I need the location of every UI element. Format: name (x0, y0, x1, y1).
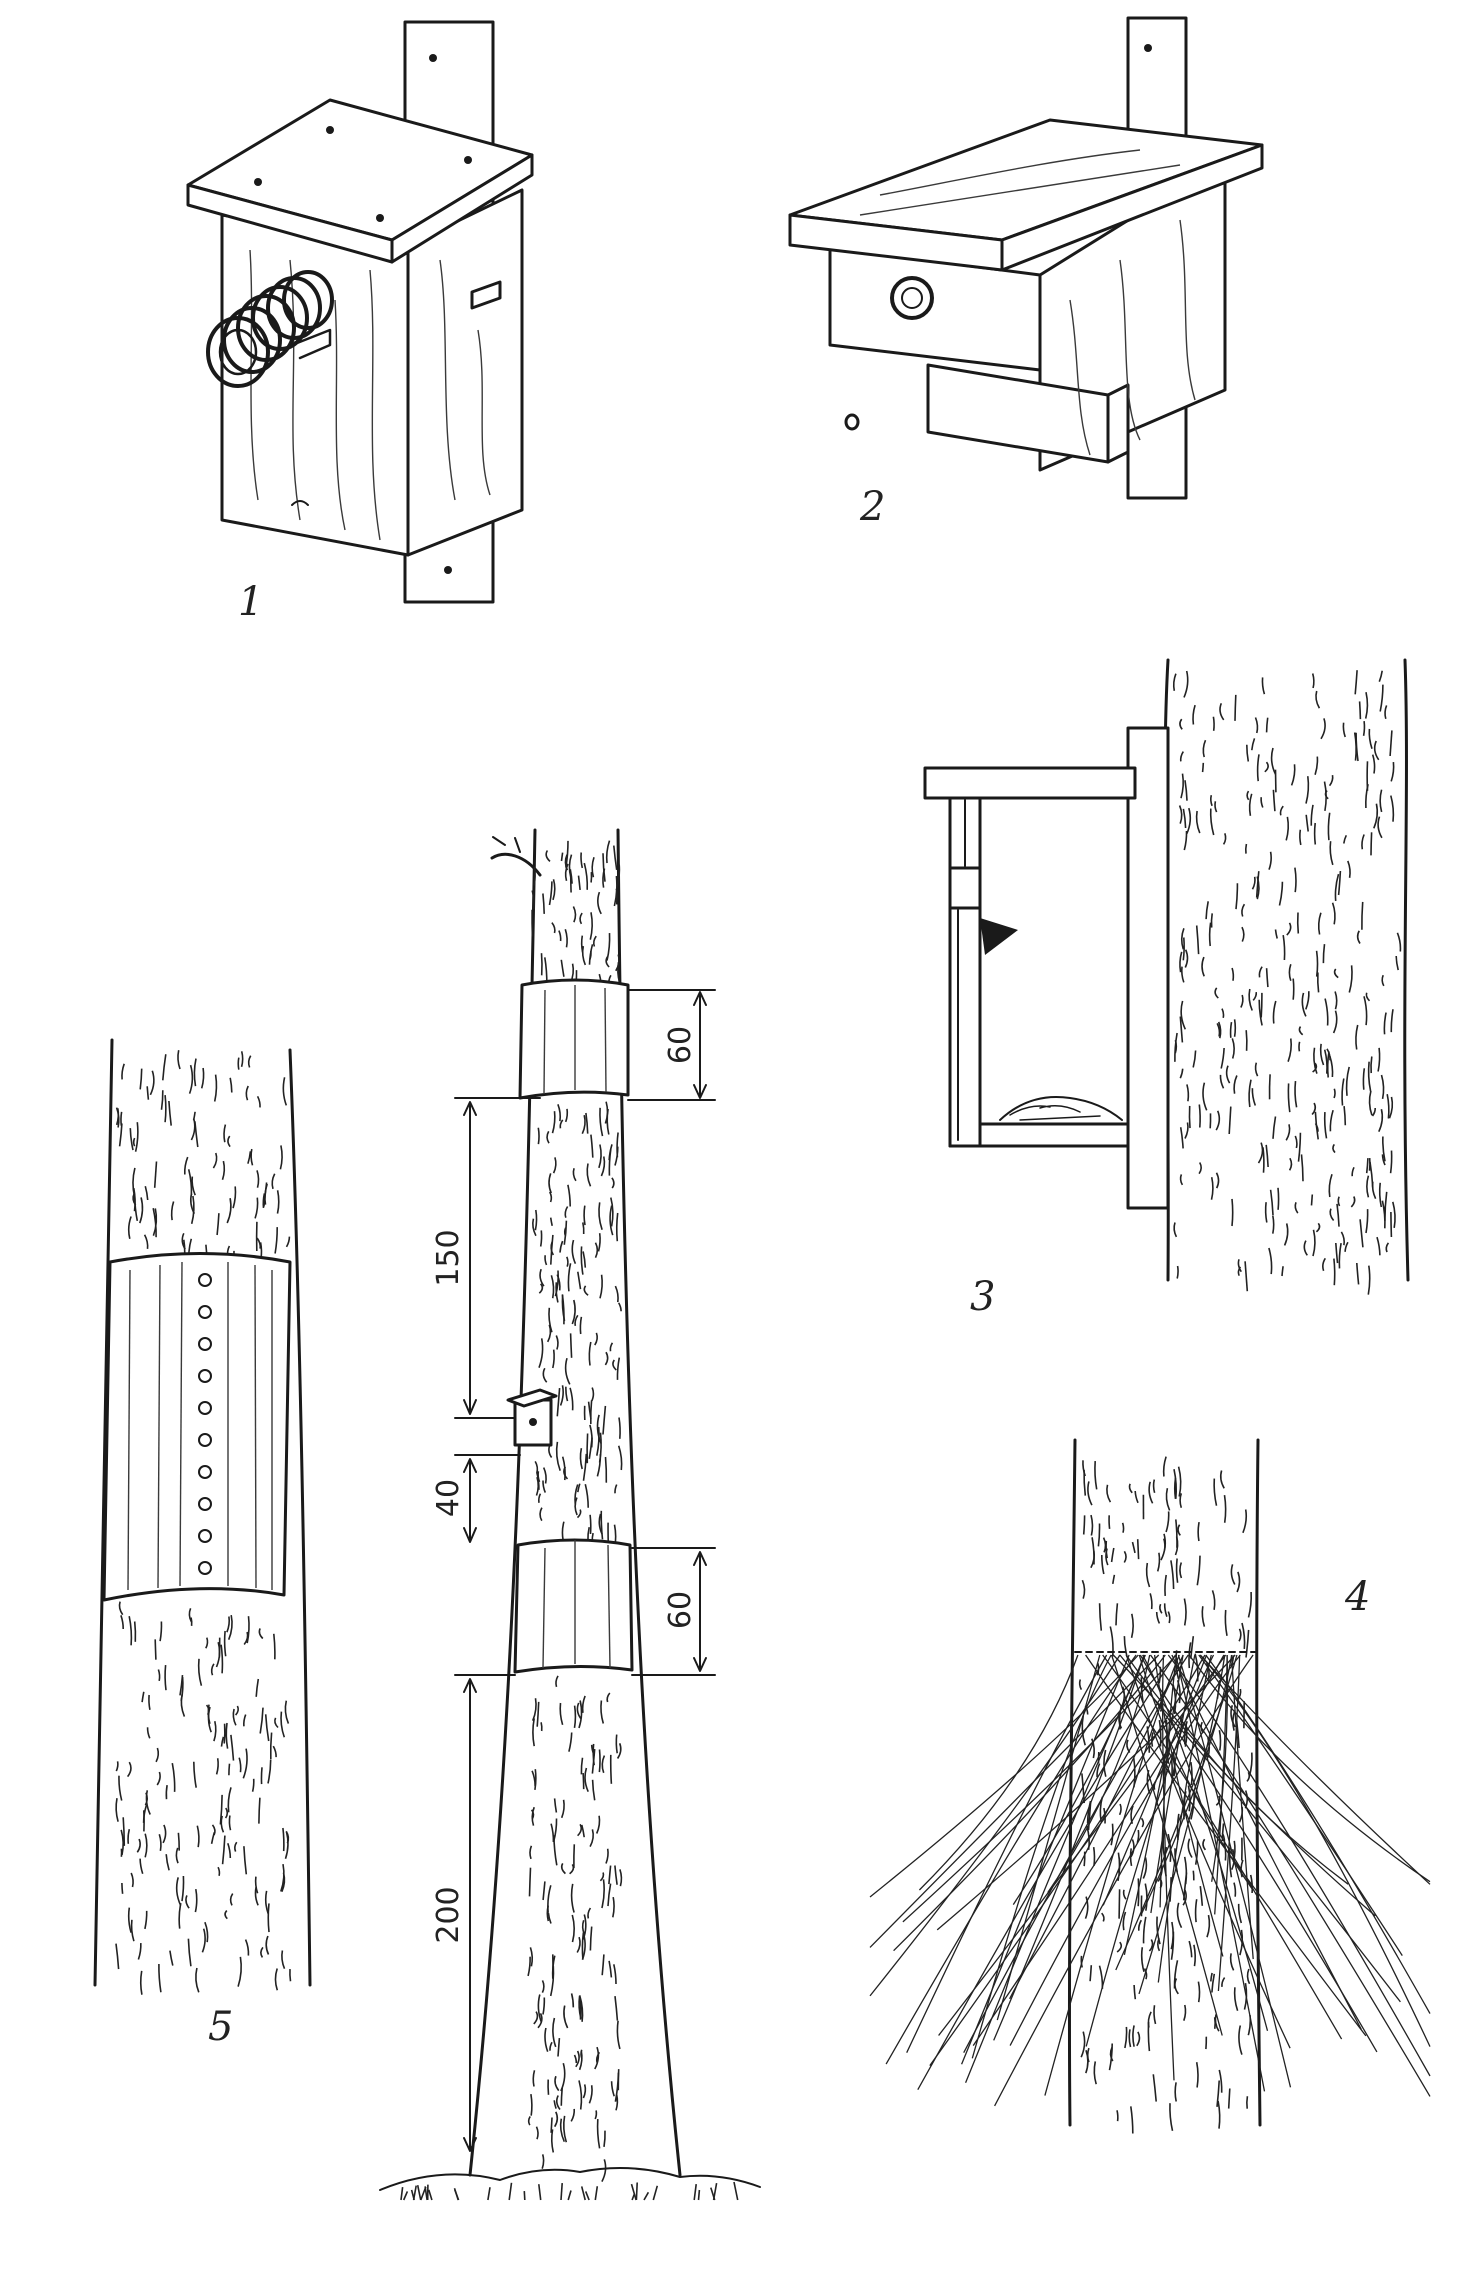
backboard (1126, 726, 1170, 1210)
dimension-label-150: 150 (431, 1229, 466, 1286)
dimension-label-60-upper: 60 (663, 1026, 698, 1064)
fiber-skirt (869, 1654, 1431, 2107)
upper-band (518, 978, 630, 1100)
trunk-with-dimensions: 60 150 40 60 200 (379, 828, 761, 2201)
tree-trunk (1163, 658, 1410, 1295)
birdhouse-with-overhang: 2 (788, 16, 1264, 530)
dimension-label-60-lower: 60 (663, 1591, 698, 1629)
figure-label-2: 2 (859, 484, 885, 530)
figure-label-3: 3 (970, 1274, 995, 1320)
figure-label-4: 4 (1344, 1574, 1370, 1620)
trunk-with-metal-band: 5 (93, 1038, 312, 2050)
roof-section (923, 766, 1137, 800)
rivet-column (198, 1273, 212, 1575)
ground-grass (379, 2167, 761, 2191)
figure-label-1: 1 (238, 579, 263, 625)
trunk-with-fiber-skirt: 4 (869, 1438, 1431, 2134)
box-side (406, 188, 524, 557)
dimension-label-200: 200 (431, 1886, 466, 1943)
birdhouse-with-coil-entrance: 1 (186, 20, 534, 625)
lower-band (513, 1538, 634, 1674)
coil-entrance (206, 270, 334, 388)
figure-label-5: 5 (208, 2004, 233, 2050)
metal-band (102, 1252, 292, 1602)
nest-box-cross-section: 3 (923, 658, 1410, 1320)
entrance-hole (890, 276, 934, 320)
dimension-label-40: 40 (431, 1479, 466, 1517)
dimension-lines (454, 989, 716, 2152)
